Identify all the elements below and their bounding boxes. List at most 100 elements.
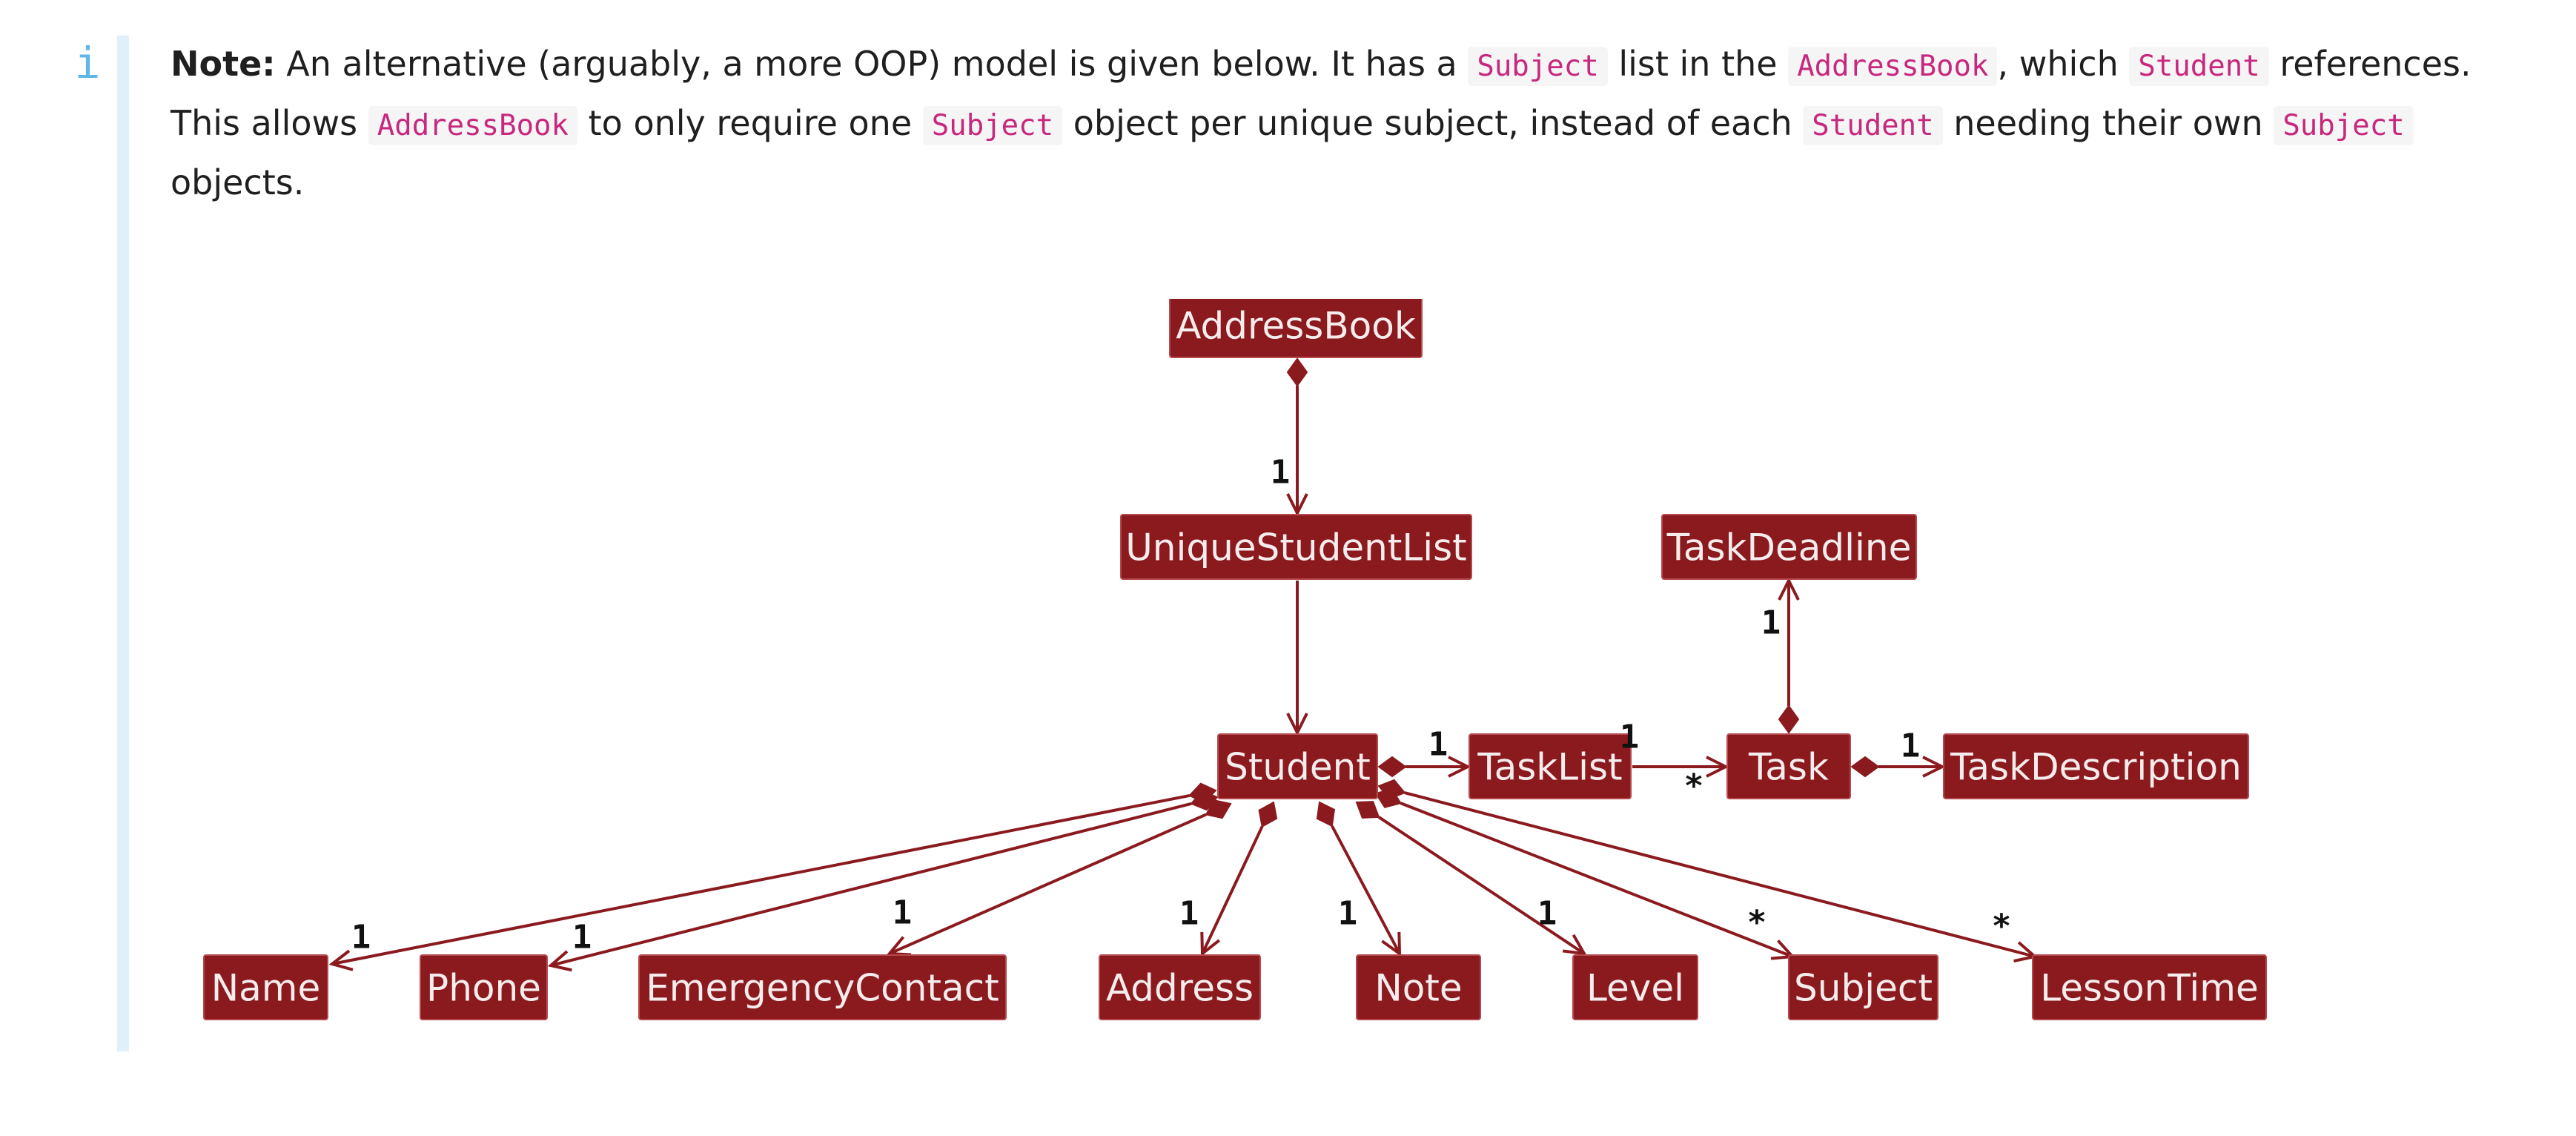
note-text-segment: This allows <box>170 103 368 143</box>
student-to-emergency-contact-multiplicity: 1 <box>893 894 913 932</box>
address-book-to-unique-student-list-arrowhead <box>1286 493 1308 517</box>
callout-accent-bar <box>117 36 129 1051</box>
class-node-label: Level <box>1586 967 1684 1010</box>
address-book-to-unique-student-list-diamond <box>1286 357 1308 387</box>
student-to-phone-arrowhead <box>547 950 572 972</box>
code-addressbook: AddressBook <box>1788 47 1998 86</box>
class-node-box <box>1217 733 1378 799</box>
class-node-label: EmergencyContact <box>646 967 999 1010</box>
note-text: Note: An alternative (arguably, a more O… <box>170 36 2498 211</box>
student-to-address-diamond <box>1258 801 1278 828</box>
task-to-task-description-arrowhead <box>1922 756 1946 778</box>
class-node-box <box>1661 514 1917 580</box>
class-node-address-book: AddressBook <box>1169 299 1423 358</box>
student-to-name-arrowhead <box>328 949 354 971</box>
code-student: Student <box>1803 106 1943 145</box>
class-node-box <box>2032 954 2267 1020</box>
task-to-task-deadline-edge <box>1778 577 1800 734</box>
note-text-segment: to only require one <box>577 103 923 143</box>
student-to-emergency-contact-line <box>889 813 1207 955</box>
note-text-segment: list in the <box>1607 44 1789 84</box>
class-node-emergency-contact: EmergencyContact <box>638 954 1007 1020</box>
class-node-box <box>1120 514 1472 580</box>
class-node-box <box>1356 954 1481 1020</box>
note-text-segment: objects. <box>170 162 305 202</box>
student-to-address-edge <box>1200 801 1278 957</box>
note-line-3: objects. <box>170 154 2498 211</box>
student-to-level-multiplicity: 1 <box>1537 895 1557 933</box>
class-node-note: Note <box>1356 954 1481 1020</box>
task-to-task-description-edge <box>1850 756 1946 778</box>
class-node-label: TaskList <box>1477 746 1622 789</box>
student-to-level-edge <box>1355 801 1587 956</box>
student-to-level-arrowhead <box>1562 934 1587 956</box>
address-book-to-unique-student-list-edge <box>1286 357 1308 517</box>
student-to-level-line <box>1377 816 1586 955</box>
student-to-subject-multiplicity: * <box>1747 904 1767 942</box>
class-node-label: LessonTime <box>2040 967 2258 1010</box>
class-node-box <box>1099 954 1261 1020</box>
class-node-phone: Phone <box>420 954 548 1020</box>
task-to-task-deadline-diamond <box>1778 704 1800 734</box>
class-node-box <box>1469 733 1632 799</box>
note-line-1: Note: An alternative (arguably, a more O… <box>170 36 2498 95</box>
task-to-task-description-multiplicity: 1 <box>1901 727 1921 765</box>
class-node-label: AddressBook <box>1176 305 1416 348</box>
class-node-task-list: TaskList <box>1469 733 1632 799</box>
class-node-level: Level <box>1572 954 1698 1020</box>
note-text-segment: object per unique subject, instead of ea… <box>1062 103 1804 143</box>
class-node-task-deadline: TaskDeadline <box>1661 514 1917 580</box>
code-subject: Subject <box>922 106 1063 145</box>
class-node-label: UniqueStudentList <box>1125 526 1467 569</box>
student-to-emergency-contact-arrowhead <box>886 936 912 957</box>
student-to-task-list-diamond <box>1377 756 1407 778</box>
student-to-task-list-edge <box>1377 756 1471 778</box>
class-node-box <box>420 954 548 1020</box>
code-addressbook: AddressBook <box>368 106 578 145</box>
task-to-task-deadline-arrowhead <box>1778 577 1800 601</box>
class-node-name: Name <box>203 954 328 1020</box>
info-icon: i <box>74 38 101 88</box>
code-subject: Subject <box>1468 47 1608 86</box>
class-node-label: Phone <box>426 967 541 1010</box>
student-to-lesson-time-edge <box>1377 779 2039 962</box>
edges-layer <box>328 357 2039 972</box>
student-to-address-arrowhead <box>1200 931 1221 957</box>
note-callout: i Note: An alternative (arguably, a more… <box>59 36 2506 1051</box>
task-list-to-task-arrowhead <box>1706 756 1729 778</box>
student-to-name-edge <box>328 782 1217 971</box>
note-line-2: This allows AddressBook to only require … <box>170 95 2498 154</box>
note-text-segment: references. <box>2268 44 2471 84</box>
class-node-label: Note <box>1374 967 1462 1010</box>
class-node-box <box>638 954 1007 1020</box>
student-to-phone-edge <box>547 790 1219 972</box>
student-to-note-arrowhead <box>1381 931 1402 957</box>
class-node-student: Student <box>1217 733 1378 799</box>
student-to-phone-line <box>550 802 1192 967</box>
note-text-segment: , which <box>1997 44 2130 84</box>
task-to-task-deadline-multiplicity: 1 <box>1761 604 1781 642</box>
class-node-box <box>1943 733 2249 799</box>
class-node-address: Address <box>1099 954 1261 1020</box>
note-label: Note: <box>170 44 276 84</box>
student-to-subject-edge <box>1374 788 1796 960</box>
task-list-to-task-edge <box>1632 756 1729 778</box>
class-node-label: TaskDeadline <box>1666 526 1912 569</box>
unique-student-list-to-student-edge <box>1286 581 1308 736</box>
class-node-box <box>1788 954 1938 1020</box>
address-book-to-unique-student-list-multiplicity: 1 <box>1271 454 1291 492</box>
class-node-label: TaskDescription <box>1950 746 2242 789</box>
code-subject: Subject <box>2274 106 2414 145</box>
student-to-note-multiplicity: 1 <box>1338 895 1358 933</box>
student-to-name-multiplicity: 1 <box>351 919 371 957</box>
class-node-label: Name <box>211 967 321 1010</box>
class-node-box <box>1169 299 1423 358</box>
student-to-address-line <box>1201 825 1264 954</box>
unique-student-list-to-student-arrowhead <box>1286 713 1308 736</box>
note-text-segment: An alternative (arguably, a more OOP) mo… <box>275 44 1469 84</box>
student-to-lesson-time-line <box>1404 791 2036 958</box>
class-node-subject: Subject <box>1788 954 1938 1020</box>
